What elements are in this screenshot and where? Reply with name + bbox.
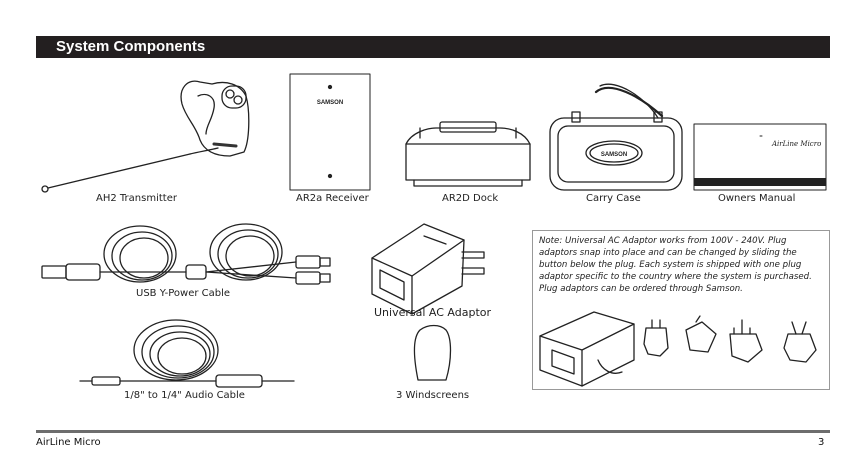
- case-illustration: SAMSON: [549, 83, 683, 191]
- adaptor-illustration: [371, 223, 485, 315]
- dock-illustration: [405, 121, 531, 187]
- receiver-illustration: SAMSON: [289, 73, 371, 191]
- label-transmitter: AH2 Transmitter: [96, 193, 177, 204]
- footer-rule: [36, 430, 830, 433]
- usb-cable-illustration: [41, 223, 331, 285]
- plug-adaptors-illustration: [539, 311, 817, 387]
- page-number: 3: [818, 437, 825, 448]
- adaptor-note-box: Note: Universal AC Adaptor works from 10…: [532, 230, 830, 390]
- label-usb-cable: USB Y-Power Cable: [136, 288, 231, 299]
- label-audio-cable: 1/8" to 1/4" Audio Cable: [124, 390, 245, 401]
- adaptor-note-text: Note: Universal AC Adaptor works from 10…: [539, 236, 812, 294]
- label-case: Carry Case: [586, 193, 641, 204]
- footer-product: AirLine Micro: [36, 437, 101, 448]
- manual-illustration: AirLine Micro: [693, 123, 827, 191]
- label-windscreens: 3 Windscreens: [396, 390, 470, 401]
- audio-cable-illustration: [79, 319, 295, 388]
- label-receiver: AR2a Receiver: [296, 193, 369, 204]
- receiver-brand: SAMSON: [317, 100, 343, 106]
- label-adaptor: Universal AC Adaptor: [374, 306, 492, 319]
- label-manual: Owners Manual: [718, 193, 796, 204]
- label-dock: AR2D Dock: [442, 193, 499, 204]
- transmitter-illustration: [41, 80, 250, 193]
- section-header: System Components: [36, 36, 830, 58]
- manual-cover-title: AirLine Micro: [771, 140, 821, 148]
- section-title: System Components: [56, 38, 206, 55]
- case-brand: SAMSON: [601, 152, 627, 158]
- windscreen-illustration: [413, 324, 452, 381]
